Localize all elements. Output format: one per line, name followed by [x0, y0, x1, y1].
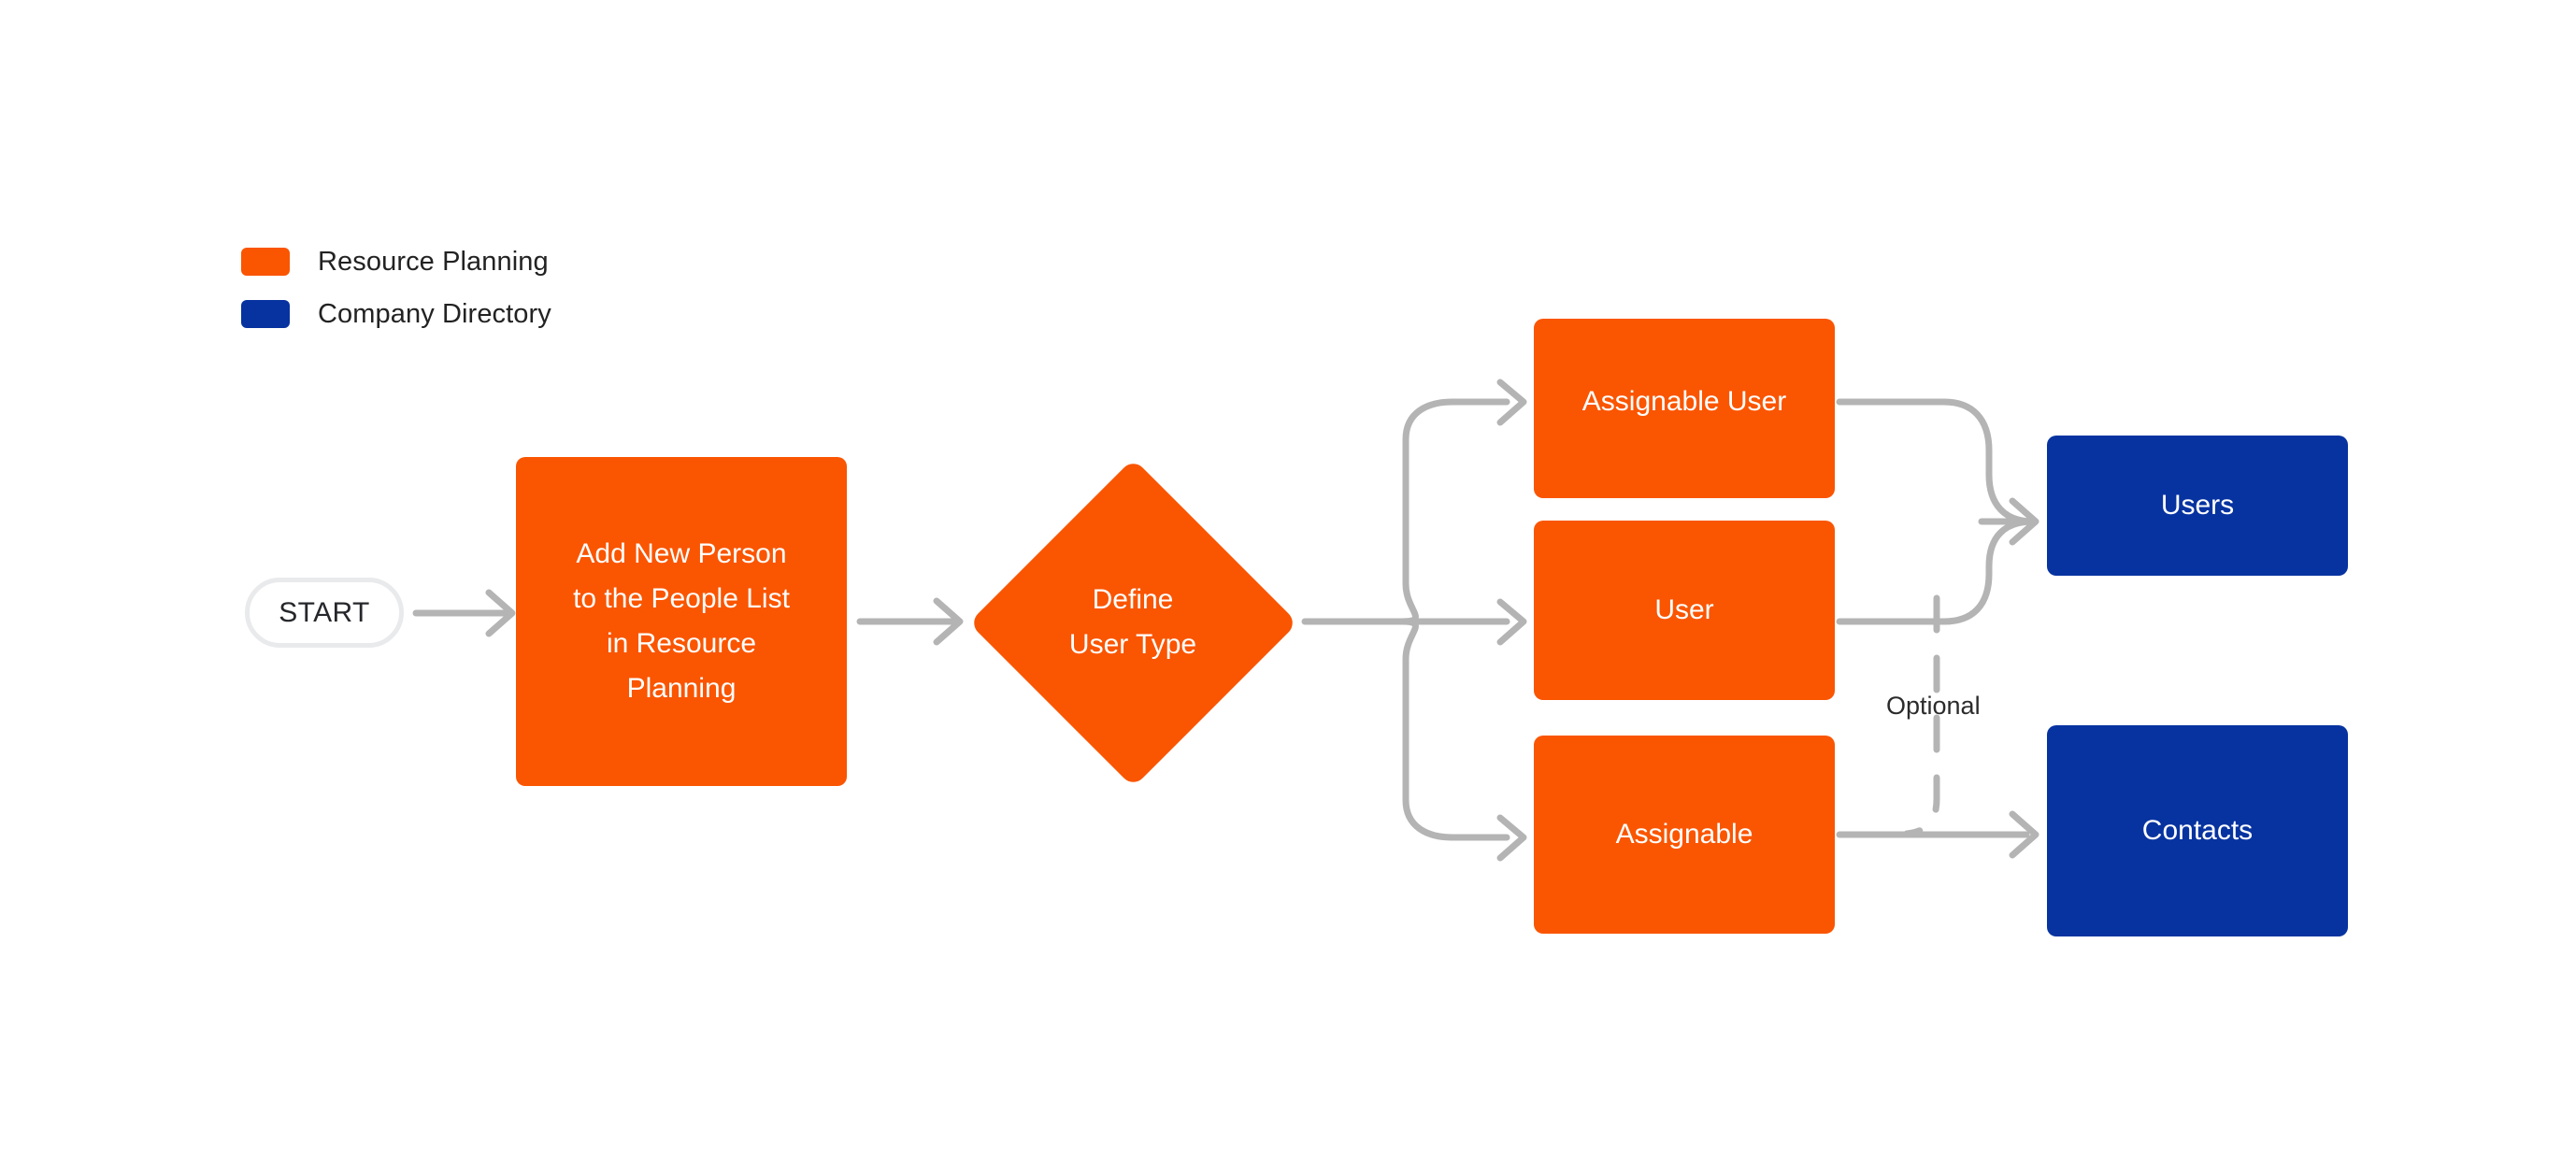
node-add-person-label: Add New Person to the People List in Res… — [573, 532, 790, 711]
node-add-person[interactable]: Add New Person to the People List in Res… — [516, 457, 847, 786]
node-contacts-label: Contacts — [2141, 815, 2254, 846]
node-add-person-line-4: Planning — [626, 673, 737, 704]
edge-define-to-assignable — [1398, 618, 1510, 841]
arrowhead-user — [1496, 598, 1527, 646]
node-assignable[interactable]: Assignable — [1534, 736, 1835, 934]
edge-define-to-assignable-user — [1398, 398, 1510, 625]
node-define-user-type-label: Define User Type — [968, 458, 1297, 787]
node-user-label: User — [1654, 594, 1714, 625]
node-define-user-type[interactable]: Define User Type — [967, 457, 1298, 788]
node-start[interactable]: START — [245, 578, 404, 648]
legend-item-company-directory: Company Directory — [241, 288, 551, 340]
legend: Resource Planning Company Directory — [241, 236, 551, 340]
node-add-person-line-2: to the People List — [573, 583, 790, 614]
arrowhead-users — [2009, 497, 2039, 546]
legend-swatch-company-directory — [241, 300, 290, 328]
node-add-person-line-3: in Resource — [606, 628, 757, 659]
node-users-label: Users — [2160, 490, 2235, 521]
node-user[interactable]: User — [1534, 521, 1835, 700]
node-assignable-label: Assignable — [1615, 819, 1753, 850]
edge-assignable-user-to-users — [1836, 398, 2037, 525]
arrowhead-contacts — [2009, 810, 2039, 859]
node-add-person-line-1: Add New Person — [576, 538, 787, 569]
arrowhead-define — [933, 597, 964, 646]
legend-item-resource-planning: Resource Planning — [241, 236, 551, 288]
node-assignable-user[interactable]: Assignable User — [1534, 319, 1835, 498]
legend-swatch-resource-planning — [241, 248, 290, 276]
node-define-user-type-line-1: Define — [1092, 584, 1174, 615]
legend-label-company-directory: Company Directory — [318, 298, 551, 329]
node-contacts[interactable]: Contacts — [2047, 725, 2348, 936]
edge-user-to-users — [1836, 518, 2037, 625]
node-start-label: START — [279, 596, 370, 628]
node-users[interactable]: Users — [2047, 436, 2348, 576]
legend-label-resource-planning: Resource Planning — [318, 246, 549, 277]
node-assignable-user-label: Assignable User — [1581, 386, 1787, 417]
arrowhead-add-person — [485, 589, 516, 637]
arrowhead-assignable — [1496, 814, 1527, 862]
node-define-user-type-line-2: User Type — [1068, 629, 1197, 660]
edge-label-optional: Optional — [1886, 692, 1981, 720]
arrowhead-assignable-user — [1496, 379, 1527, 426]
